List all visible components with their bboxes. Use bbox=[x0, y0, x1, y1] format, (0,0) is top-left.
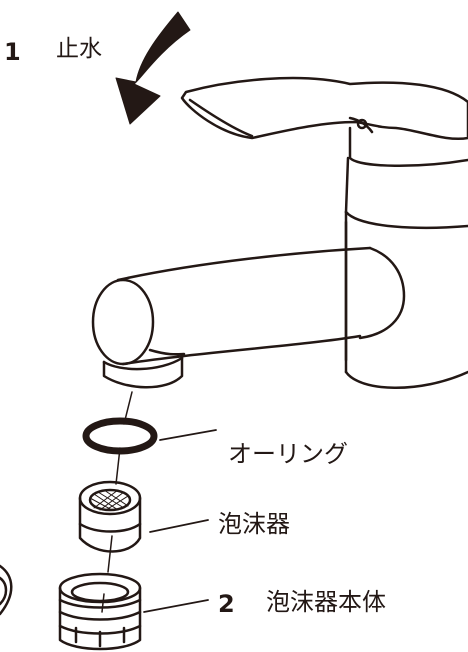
step2-number: 2 bbox=[218, 592, 235, 616]
faucet-spout bbox=[93, 248, 404, 387]
faucet-lever bbox=[182, 78, 468, 139]
aerator-label: 泡沫器 bbox=[218, 512, 290, 536]
aerator-body-leader-line bbox=[144, 600, 208, 612]
aerator-body-label: 泡沫器本体 bbox=[266, 590, 386, 614]
faucet-body bbox=[346, 128, 468, 388]
step1-number: 1 bbox=[4, 40, 21, 64]
curved-arrow-icon bbox=[116, 12, 190, 124]
oring-label: オーリング bbox=[228, 442, 348, 466]
oring-part bbox=[86, 421, 154, 451]
aerator-part bbox=[80, 482, 140, 552]
aerator-body-part bbox=[60, 574, 140, 649]
aerator-leader-line bbox=[150, 520, 208, 532]
step1-label: 止水 bbox=[56, 38, 102, 61]
edge-detail bbox=[0, 566, 11, 614]
oring-leader-line bbox=[160, 430, 216, 440]
